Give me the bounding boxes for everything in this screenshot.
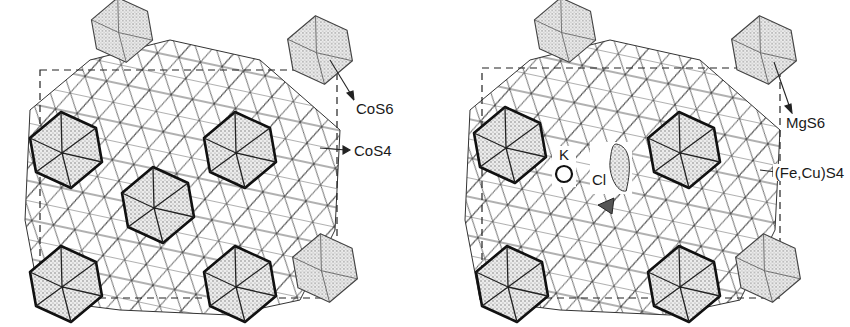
blob-shape — [610, 144, 629, 191]
formula-label: CoS6 — [354, 100, 396, 117]
ion-blob: Cl — [590, 142, 632, 194]
formula-label: (Fe,Cu)S4 — [773, 164, 846, 181]
atom-symbol: K — [552, 146, 576, 163]
atom-circle-shape — [556, 166, 572, 182]
atom-circle: K — [552, 146, 576, 187]
formula-label: MgS6 — [784, 114, 827, 131]
ion-symbol: Cl — [592, 171, 606, 188]
formula-label: CoS4 — [352, 142, 394, 159]
